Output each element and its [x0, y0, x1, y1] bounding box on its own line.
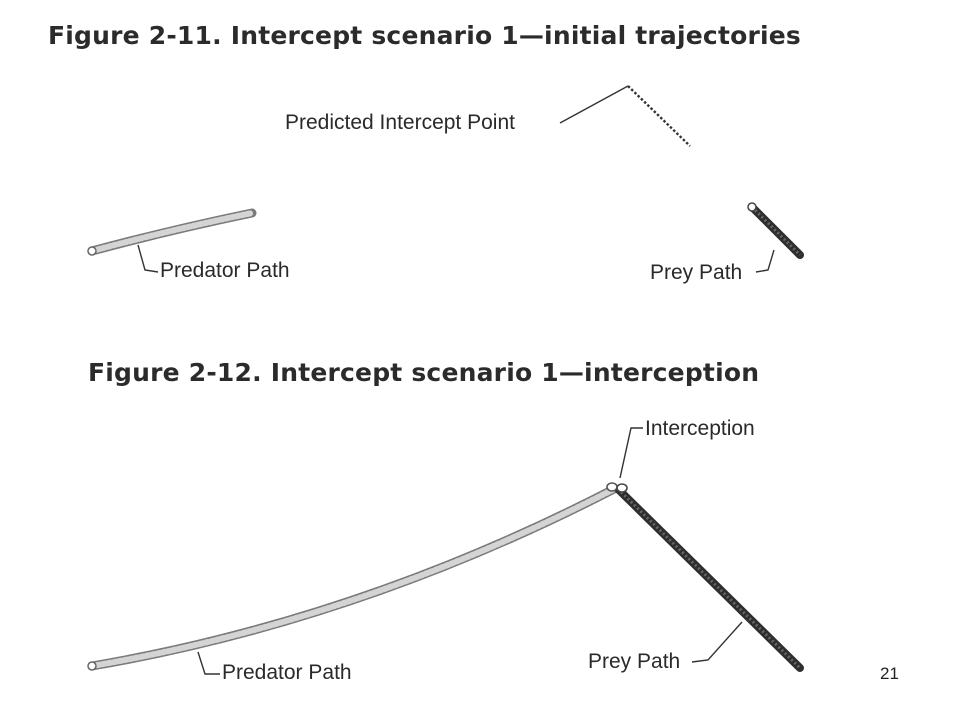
fig1-predator-leader: [137, 244, 159, 273]
fig1-predator-path: [87, 208, 257, 256]
fig1-prey-path-label: Prey Path: [650, 261, 743, 284]
fig1-prey-path: [747, 202, 804, 259]
fig1-predicted-intercept-marker: [559, 85, 691, 147]
fig2-prey-leader: [691, 621, 743, 663]
fig2-prey-path: [614, 485, 804, 672]
fig1-predator-path-label: Predator Path: [160, 259, 290, 282]
fig2-predator-path: [87, 484, 619, 671]
fig2-interception-leader: [619, 427, 643, 479]
page-number: 21: [880, 664, 899, 683]
fig2-interception-label: Interception: [645, 417, 755, 440]
fig2-interception-marker: [606, 482, 628, 493]
fig2-predator-leader: [197, 651, 220, 675]
fig2-prey-path-label: Prey Path: [588, 650, 681, 673]
fig2-predator-path-label: Predator Path: [222, 661, 352, 684]
fig1-diagram: [87, 85, 804, 273]
figure-2-12-title: Figure 2-12. Intercept scenario 1—interc…: [88, 358, 760, 387]
fig1-prey-leader: [755, 249, 775, 273]
fig2-diagram: [87, 427, 804, 675]
figure-2-11-title: Figure 2-11. Intercept scenario 1—initia…: [48, 21, 801, 50]
fig1-predicted-intercept-label: Predicted Intercept Point: [285, 111, 515, 134]
